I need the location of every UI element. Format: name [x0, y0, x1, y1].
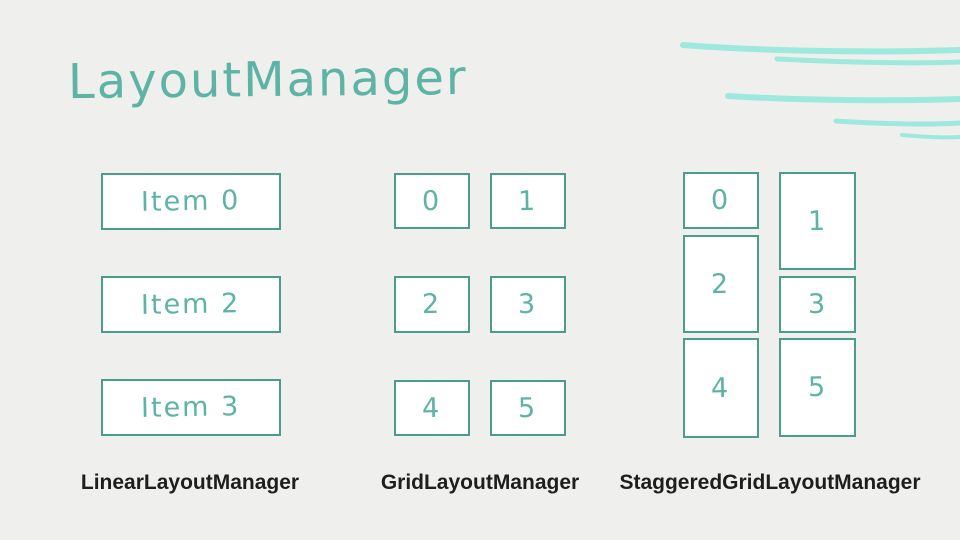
staggered-cell-box-4: 4 — [683, 338, 759, 438]
staggered-cell-box-0: 0 — [683, 172, 759, 229]
grid-cell-box-0: 0 — [394, 173, 470, 229]
grid-cell-box-1: 1 — [490, 173, 566, 229]
grid-cell-label: 0 — [422, 185, 442, 217]
grid-cell-box-5: 5 — [490, 380, 566, 436]
grid-cell-label: 2 — [422, 288, 442, 321]
linear-item-label: Item 2 — [141, 288, 241, 321]
grid-cell-label: 1 — [518, 185, 538, 217]
staggered-cell-label: 3 — [807, 288, 828, 321]
staggered-cell-label: 1 — [807, 205, 828, 237]
staggered-cell-box-1: 1 — [779, 172, 856, 270]
staggered-cell-label: 2 — [711, 268, 731, 300]
squiggle-lines-decoration — [680, 42, 960, 140]
staggered-cell-box-5: 5 — [779, 338, 856, 437]
grid-cell-label: 5 — [518, 392, 538, 424]
grid-cell-label: 3 — [518, 288, 538, 321]
staggered-cell-box-2: 2 — [683, 235, 759, 333]
grid-cell-label: 4 — [422, 392, 442, 424]
caption-staggered-grid-layout-manager: StaggeredGridLayoutManager — [619, 471, 921, 494]
caption-grid-layout-manager: GridLayoutManager — [380, 471, 580, 494]
grid-cell-box-4: 4 — [394, 380, 470, 436]
staggered-cell-label: 0 — [711, 184, 731, 217]
linear-item-box-0: Item 0 — [101, 173, 281, 230]
grid-cell-box-2: 2 — [394, 276, 470, 333]
caption-linear-layout-manager: LinearLayoutManager — [80, 471, 300, 494]
linear-item-label: Item 3 — [141, 391, 241, 424]
grid-cell-box-3: 3 — [490, 276, 566, 333]
staggered-cell-label: 5 — [807, 371, 828, 404]
linear-item-box-1: Item 2 — [101, 276, 281, 333]
staggered-cell-label: 4 — [711, 372, 731, 404]
staggered-cell-box-3: 3 — [779, 276, 856, 333]
page-title: LayoutManager — [67, 49, 468, 111]
linear-item-label: Item 0 — [141, 185, 241, 218]
linear-item-box-2: Item 3 — [101, 379, 281, 436]
